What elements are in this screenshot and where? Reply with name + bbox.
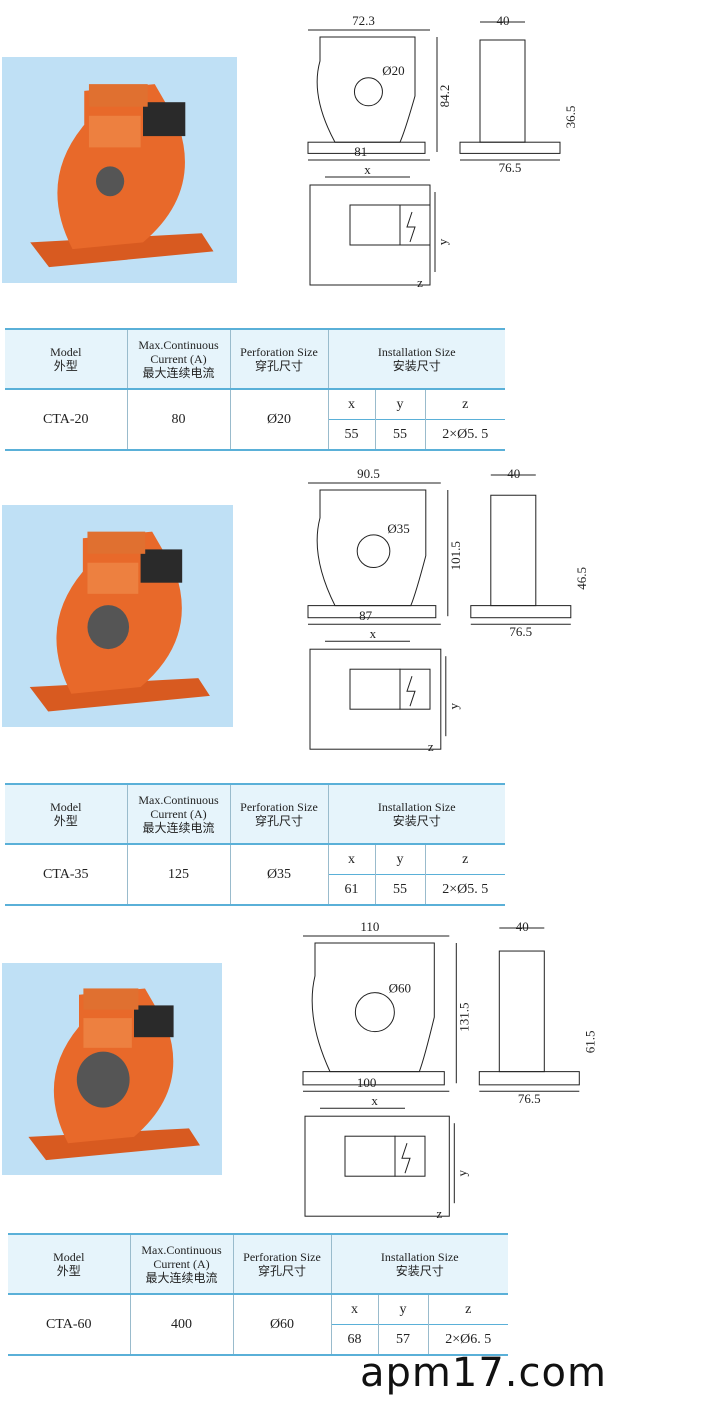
cell-model: CTA-20 [5, 389, 128, 451]
dim-hole: Ø20 [382, 63, 404, 78]
product-photo [2, 505, 233, 727]
dim-base: 100 [357, 1075, 377, 1090]
cell-y: 55 [374, 874, 426, 906]
dim-depth: 40 [516, 919, 529, 934]
cell-perforation: Ø60 [232, 1294, 332, 1356]
product-photo [2, 57, 237, 283]
dim-base_depth: 76.5 [518, 1091, 541, 1106]
dim-height: 101.5 [448, 541, 463, 570]
cell-perforation: Ø20 [229, 389, 329, 451]
front-view [307, 29, 438, 161]
dim-height: 131.5 [456, 1002, 471, 1031]
label-y: y [377, 1294, 429, 1325]
dim-y: y [435, 238, 450, 245]
label-y: y [374, 844, 426, 875]
dim-center: 36.5 [563, 106, 578, 129]
label-x: x [330, 1294, 379, 1325]
dim-width: 90.5 [357, 466, 380, 481]
current-transformer-photo [29, 531, 210, 712]
dim-center: 61.5 [582, 1031, 597, 1054]
dim-width: 110 [360, 919, 379, 934]
dim-height: 84.2 [437, 85, 452, 108]
dim-hole: Ø35 [387, 521, 409, 536]
side-view [470, 474, 572, 625]
top-view [309, 640, 447, 750]
cell-perforation: Ø35 [229, 844, 329, 906]
dim-width: 72.3 [352, 13, 375, 28]
front-view [302, 935, 457, 1092]
cell-current: 400 [129, 1294, 234, 1356]
dim-x: x [370, 626, 377, 641]
dim-z: z [428, 739, 434, 754]
cell-z: 2×Ø5. 5 [424, 419, 505, 451]
dim-base: 81 [354, 144, 367, 159]
cell-model: CTA-60 [8, 1294, 131, 1356]
label-z: z [424, 844, 505, 875]
cell-current: 125 [126, 844, 231, 906]
cell-y: 55 [374, 419, 426, 451]
dim-z: z [436, 1206, 442, 1221]
dim-depth: 40 [507, 466, 520, 481]
cell-x: 61 [328, 874, 376, 906]
front-view [307, 482, 449, 625]
label-z: z [427, 1294, 508, 1325]
cell-current: 80 [126, 389, 231, 451]
current-transformer-photo [28, 988, 201, 1161]
product-photo [2, 963, 222, 1175]
dim-base: 87 [359, 608, 373, 623]
cell-z: 2×Ø5. 5 [424, 874, 505, 906]
label-z: z [424, 389, 505, 420]
label-x: x [327, 389, 376, 420]
dim-y: y [446, 702, 461, 709]
dim-x: x [371, 1093, 378, 1108]
side-view [478, 927, 580, 1092]
dim-hole: Ø60 [389, 980, 411, 995]
top-view [304, 1107, 455, 1217]
dim-depth: 40 [497, 13, 510, 28]
top-view [309, 176, 436, 286]
cell-y: 57 [377, 1324, 429, 1356]
label-x: x [327, 844, 376, 875]
dim-z: z [417, 275, 423, 290]
cell-z: 2×Ø6. 5 [427, 1324, 508, 1356]
cell-x: 55 [328, 419, 376, 451]
dim-base_depth: 76.5 [509, 624, 532, 639]
cell-model: CTA-35 [5, 844, 128, 906]
side-view [459, 21, 561, 161]
label-y: y [374, 389, 426, 420]
dim-center: 46.5 [574, 567, 589, 590]
dim-y: y [454, 1169, 469, 1176]
watermark: apm17.com [360, 1350, 607, 1396]
dim-x: x [364, 162, 371, 177]
dim-base_depth: 76.5 [499, 160, 522, 175]
current-transformer-photo [30, 84, 214, 268]
